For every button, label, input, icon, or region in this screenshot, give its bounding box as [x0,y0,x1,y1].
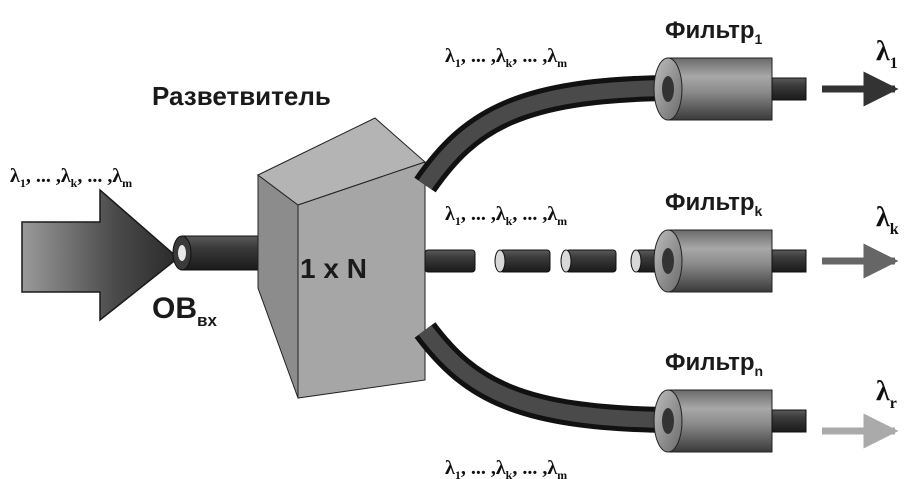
wavelength-text: λ1, ... ,λk, ... ,λm [445,457,567,479]
wavelength-list-bottom: λ1, ... ,λk, ... ,λm [445,457,567,479]
splitter-label: 1 x N [300,253,367,284]
filter-1-label: Фильтр1 [665,17,763,47]
output-lambda-k: λk [876,202,899,238]
filter-k-body [653,229,807,293]
branch-fiber-top-highlight [418,80,669,190]
wavelength-list-input: λ1, ... ,λk, ... ,λm [10,165,132,190]
splitter-title: Разветвитель [152,81,331,111]
wavelength-list-top: λ1, ... ,λk, ... ,λm [445,45,567,70]
wavelength-text: λ1, ... ,λk, ... ,λm [10,165,132,190]
filter-n-label: Фильтрn [665,349,763,379]
filter-n-body [653,389,807,453]
wavelength-text: λ1, ... ,λk, ... ,λm [445,45,567,70]
branch-fiber-bottom-highlight [418,325,669,428]
branch-fiber-middle-dashed [424,249,669,273]
splitter-block [257,117,426,399]
output-lambda-1: λ1 [876,36,898,72]
output-lambda-n: λr [876,376,897,412]
input-arrow [21,188,180,322]
input-fiber-label: ОВвх [152,292,217,330]
filter-k-label: Фильтрk [665,189,763,219]
wavelength-text: λ1, ... ,λk, ... ,λm [445,203,567,228]
wavelength-list-middle: λ1, ... ,λk, ... ,λm [445,203,567,228]
filter-1-body [653,57,807,121]
